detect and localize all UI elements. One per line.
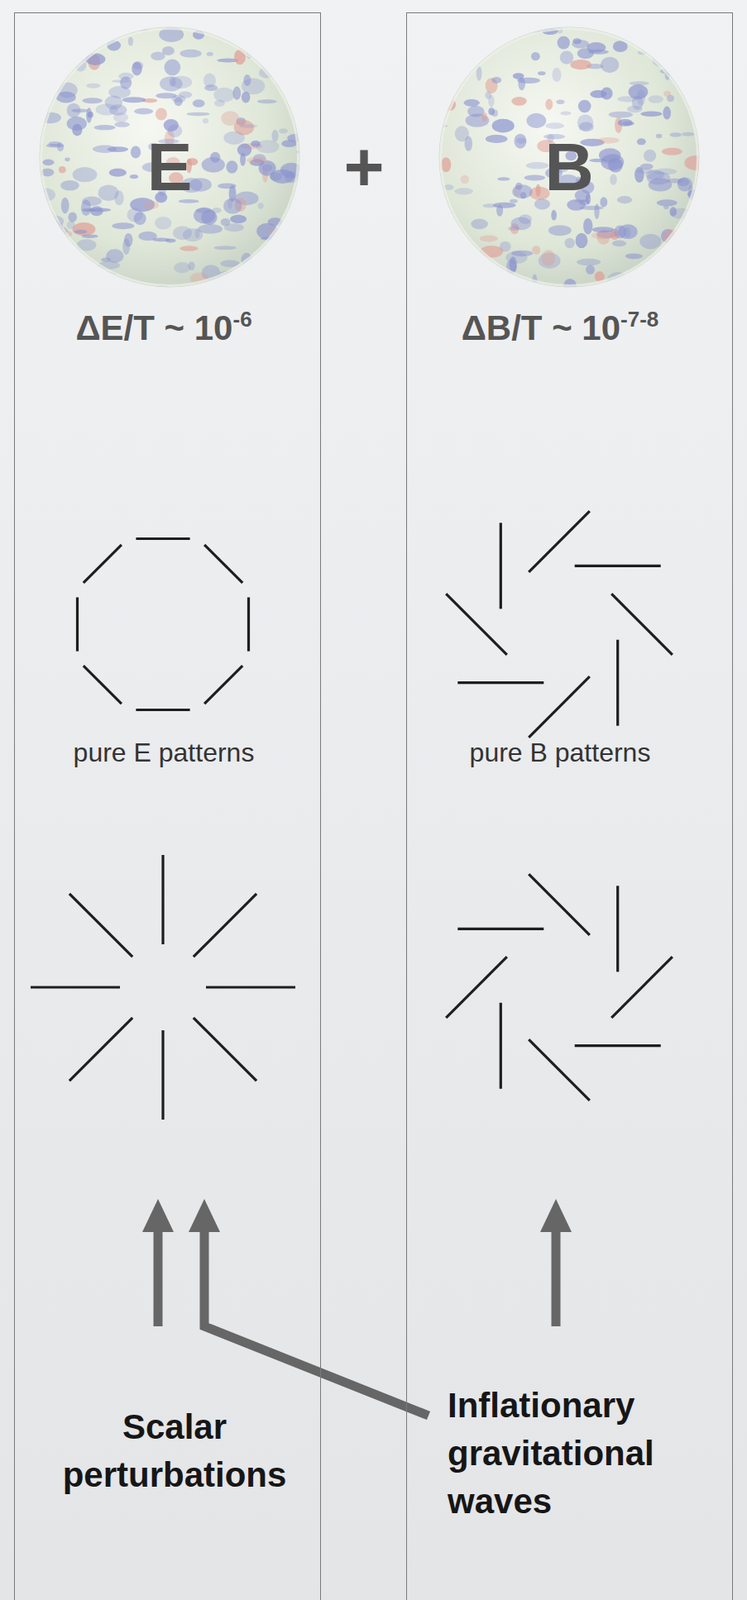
polarization-stick	[83, 665, 122, 704]
mode-letter: B	[438, 36, 700, 298]
polarization-stick	[616, 885, 619, 973]
amplitude-line: ΔE/T ~ 10-6	[14, 298, 313, 350]
polarization-stick	[611, 593, 673, 656]
source-caption: Inflationary gravitational waves	[447, 1382, 729, 1527]
polarization-stick	[457, 928, 544, 931]
polarization-stick	[499, 1003, 503, 1090]
cmb-sphere: B	[438, 26, 700, 288]
polarization-stick	[76, 597, 79, 652]
arrow-shaft	[551, 1225, 561, 1327]
polarization-stick	[135, 537, 190, 541]
polarization-stick	[135, 708, 190, 712]
polarization-stick	[445, 593, 508, 656]
polarization-stick	[499, 522, 503, 609]
amplitude-line: ΔB/T ~ 10-7-8	[402, 298, 718, 350]
amplitude-text: ΔE/T ~ 10	[75, 308, 233, 348]
polarization-stick	[528, 874, 590, 936]
polarization-stick	[30, 986, 120, 989]
polarization-stick	[528, 511, 590, 573]
pattern-caption: pure B patterns	[411, 736, 709, 770]
polarization-stick	[69, 1018, 133, 1082]
polarization-stick	[161, 855, 164, 945]
arrow-shaft	[153, 1225, 163, 1327]
polarization-stick	[161, 1030, 164, 1121]
arrowhead	[540, 1199, 572, 1233]
amplitude-text: ΔB/T ~ 10	[461, 308, 621, 348]
polarization-stick	[204, 665, 243, 704]
mode-panel: ΔB/T ~ 10-7-8 pure B patterns B	[406, 12, 733, 1600]
polarization-stick	[193, 894, 257, 958]
polarization-stick	[247, 597, 250, 652]
mode-letter: E	[38, 36, 301, 298]
polarization-stick	[204, 545, 243, 584]
polarization-stick	[574, 1044, 661, 1048]
source-caption: Scalar perturbations	[25, 1403, 324, 1500]
polarization-stick	[83, 545, 122, 584]
plus-sign: +	[322, 125, 406, 209]
polarization-stick	[457, 681, 544, 685]
polarization-stick	[193, 1018, 257, 1082]
amplitude-exponent: -6	[232, 306, 252, 332]
polarization-stick	[616, 640, 619, 727]
arrowheads	[142, 1199, 572, 1233]
polarization-stick	[528, 676, 590, 738]
arrowhead	[142, 1199, 174, 1233]
polarization-stick	[445, 957, 508, 1019]
polarization-stick	[574, 565, 661, 568]
polarization-stick	[69, 894, 133, 958]
polarization-stick	[205, 986, 296, 989]
mode-panel: ΔE/T ~ 10-6 pure E patternsScalar perturb…	[14, 12, 321, 1600]
amplitude-exponent: -7-8	[620, 306, 659, 332]
arrowhead	[188, 1199, 221, 1233]
polarization-stick	[528, 1039, 590, 1102]
arrow-shaft	[204, 1225, 429, 1417]
cmb-sphere: E	[38, 26, 301, 288]
pattern-caption: pure E patterns	[23, 736, 305, 770]
polarization-patterns	[30, 511, 673, 1121]
polarization-stick	[611, 957, 673, 1019]
